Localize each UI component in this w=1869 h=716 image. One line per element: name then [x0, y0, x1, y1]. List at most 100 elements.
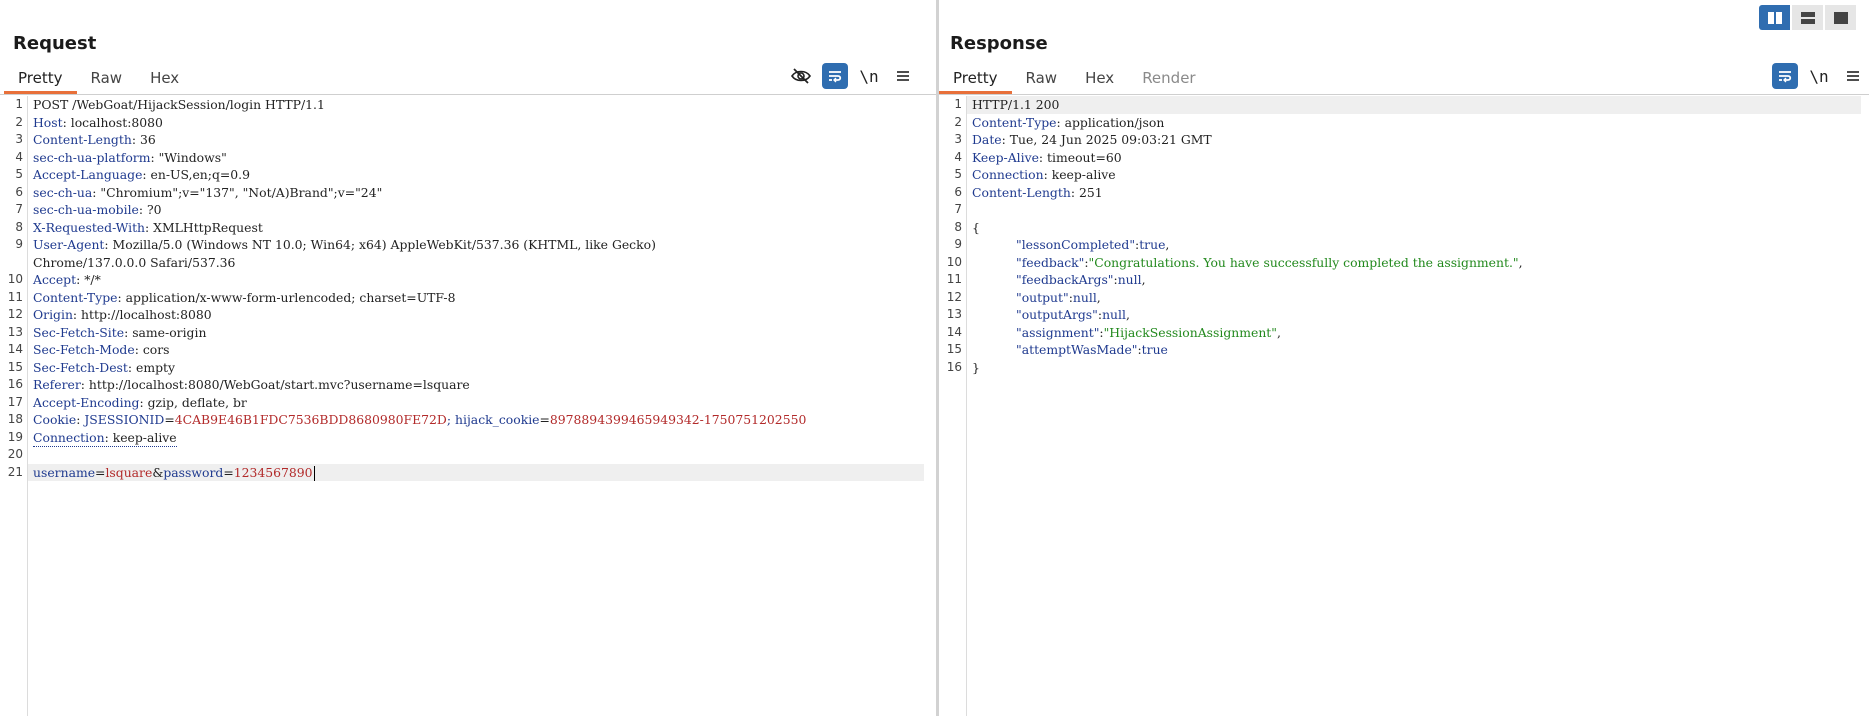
- response-tab-render[interactable]: Render: [1142, 69, 1196, 87]
- json-open-brace: {: [972, 219, 980, 235]
- newline-toggle-icon[interactable]: \n: [1809, 66, 1829, 86]
- line-number: 13: [946, 307, 962, 321]
- line-number: 12: [946, 289, 962, 304]
- json-value: null: [1117, 272, 1142, 287]
- line-number: 14: [7, 342, 23, 356]
- param-value: lsquare: [105, 464, 153, 480]
- line-number: 17: [7, 394, 23, 409]
- single-pane-layout-icon[interactable]: [1825, 5, 1856, 30]
- line-number: 15: [7, 359, 23, 374]
- response-tab-raw[interactable]: Raw: [1025, 69, 1058, 87]
- wrap-lines-icon[interactable]: [822, 63, 848, 89]
- header-value: "Windows": [158, 149, 227, 165]
- code-line: 12"output":null,: [939, 289, 1869, 307]
- request-tabs: Pretty Raw Hex: [4, 66, 193, 94]
- request-tab-pretty[interactable]: Pretty: [4, 66, 77, 94]
- line-number: 3: [15, 132, 23, 146]
- code-line: 15"attemptWasMade":true: [939, 341, 1869, 359]
- line-number: 8: [15, 219, 23, 234]
- json-key: "attemptWasMade": [1016, 342, 1138, 357]
- header-value: http://localhost:8080/WebGoat/start.mvc?…: [88, 377, 470, 392]
- header-value: 36: [139, 132, 156, 147]
- header-name: Accept-Encoding: [33, 394, 140, 410]
- json-key: "outputArgs": [1016, 307, 1098, 322]
- line-number: 15: [946, 342, 962, 356]
- header-value: ?0: [147, 202, 162, 217]
- line-number: 19: [7, 429, 23, 444]
- response-tab-pretty[interactable]: Pretty: [939, 66, 1012, 94]
- split-horizontal-layout-icon[interactable]: [1792, 5, 1823, 30]
- line-number: 1: [954, 97, 962, 111]
- layout-toggle: [1757, 5, 1856, 30]
- newline-toggle-icon[interactable]: \n: [859, 66, 879, 86]
- request-tab-hex[interactable]: Hex: [150, 69, 180, 87]
- json-value: null: [1102, 307, 1126, 322]
- split-vertical-layout-icon[interactable]: [1759, 5, 1790, 30]
- header-value: http://localhost:8080: [81, 307, 212, 322]
- line-number: 16: [946, 359, 962, 374]
- request-gutter: [27, 96, 28, 716]
- json-comma: ,: [1125, 307, 1130, 322]
- line-number: 2: [954, 114, 962, 129]
- code-line-current: [28, 463, 924, 481]
- json-key: "lessonCompleted": [1016, 237, 1136, 252]
- line-number: 16: [7, 377, 23, 391]
- cookie-separator: ;: [446, 412, 452, 427]
- line-number: 9: [15, 237, 23, 251]
- header-value: Mozilla/5.0 (Windows NT 10.0; Win64; x64…: [112, 237, 656, 252]
- code-line: 14"assignment":"HijackSessionAssignment"…: [939, 324, 1869, 342]
- line-number: 6: [954, 184, 962, 199]
- menu-icon[interactable]: [1840, 63, 1866, 89]
- param-name: password: [163, 464, 224, 480]
- pane-divider[interactable]: [936, 0, 939, 716]
- response-title: Response: [950, 33, 1048, 54]
- header-value: en-US,en;q=0.9: [150, 167, 250, 182]
- json-key: "feedback": [1016, 254, 1085, 270]
- code-line: 7: [939, 201, 1869, 219]
- header-name: Date: [972, 132, 1002, 147]
- line-number: 3: [954, 132, 962, 146]
- text-caret: [313, 465, 315, 481]
- header-value: XMLHttpRequest: [153, 219, 263, 235]
- line-number: 2: [15, 114, 23, 129]
- code-line-current: [967, 96, 1861, 114]
- param-name: username: [33, 464, 96, 480]
- menu-icon[interactable]: [890, 63, 916, 89]
- line-number: 5: [954, 167, 962, 181]
- line-number: 14: [946, 324, 962, 339]
- line-number: 13: [7, 324, 23, 339]
- hide-eye-icon[interactable]: [788, 63, 814, 89]
- header-value: application/x-www-form-urlencoded; chars…: [125, 289, 456, 305]
- header-name: Content-Length: [972, 184, 1071, 200]
- cookie-value: 8978894399465949342-1750751202550: [549, 412, 807, 427]
- header-name: User-Agent: [33, 237, 105, 252]
- header-name: Content-Type: [972, 114, 1057, 130]
- header-name: Origin: [33, 307, 73, 322]
- request-tab-raw[interactable]: Raw: [90, 69, 123, 87]
- line-number: 9: [954, 237, 962, 251]
- request-title: Request: [13, 33, 97, 54]
- line-number: 10: [946, 254, 962, 269]
- header-name: Accept-Language: [33, 167, 143, 182]
- header-value-continuation: Chrome/137.0.0.0 Safari/537.36: [33, 254, 236, 270]
- json-comma: ,: [1096, 289, 1101, 305]
- header-value: keep-alive: [1051, 167, 1116, 182]
- line-number: 8: [954, 219, 962, 234]
- wrap-lines-icon[interactable]: [1772, 63, 1798, 89]
- header-name: Sec-Fetch-Mode: [33, 342, 135, 357]
- code-line-wrapped: Chrome/137.0.0.0 Safari/537.36: [0, 254, 936, 272]
- response-tab-hex[interactable]: Hex: [1085, 69, 1115, 87]
